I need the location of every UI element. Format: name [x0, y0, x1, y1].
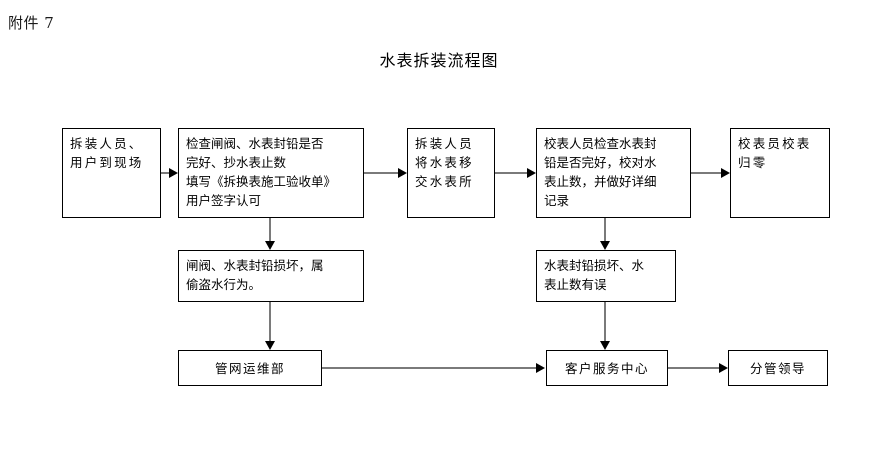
node-valve-seal-damaged-water-theft: 闸阀、水表封铅损坏，属 偷盗水行为。	[178, 250, 364, 302]
edge-n9-n10-arrowhead	[719, 363, 728, 373]
node-label: 管网运维部	[214, 360, 285, 376]
node-label: 校表人员检查水表封 铅是否完好，校对水 表止数，并做好详细 记录	[544, 136, 657, 208]
edge-n8-n9-line	[322, 367, 536, 369]
node-label: 拆装人员、 用户到现场	[70, 136, 144, 170]
node-label: 分管领导	[749, 360, 806, 376]
node-label: 检查闸阀、水表封铅是否 完好、抄水表止数 填写《拆换表施工验收单》 用户签字认可	[186, 136, 337, 208]
edge-n3-n4-line	[495, 172, 527, 174]
edge-n6-n8-line	[269, 302, 271, 342]
node-transfer-meter-to-office: 拆装人员 将水表移 交水表所	[407, 128, 495, 218]
edge-n2-n3-arrowhead	[398, 168, 407, 178]
edge-n4-n7-arrowhead	[600, 241, 610, 250]
edge-n2-n6-line	[269, 218, 271, 242]
edge-n7-n9-arrowhead	[600, 341, 610, 350]
node-seal-damaged-reading-error: 水表封铅损坏、水 表止数有误	[536, 250, 676, 302]
edge-n4-n7-line	[604, 218, 606, 242]
edge-n2-n3-line	[364, 172, 398, 174]
node-calibrator-reset-meter: 校表员校表 归零	[730, 128, 830, 218]
node-label: 拆装人员 将水表移 交水表所	[415, 136, 474, 189]
edge-n9-n10-line	[668, 367, 719, 369]
edge-n3-n4-arrowhead	[527, 168, 536, 178]
node-label: 闸阀、水表封铅损坏，属 偷盗水行为。	[186, 258, 324, 292]
node-calibrator-check-seal-verify: 校表人员检查水表封 铅是否完好，校对水 表止数，并做好详细 记录	[536, 128, 691, 218]
edge-n1-n2-arrowhead	[169, 168, 178, 178]
node-label: 水表封铅损坏、水 表止数有误	[544, 258, 645, 292]
node-label: 校表员校表 归零	[738, 136, 812, 170]
node-pipeline-network-om-dept: 管网运维部	[178, 350, 322, 386]
edge-n7-n9-line	[604, 302, 606, 342]
edge-n6-n8-arrowhead	[265, 341, 275, 350]
node-customer-service-center: 客户服务中心	[546, 350, 668, 386]
edge-n2-n6-arrowhead	[265, 241, 275, 250]
node-dismantle-staff-user-onsite: 拆装人员、 用户到现场	[62, 128, 161, 218]
node-label: 客户服务中心	[564, 360, 649, 376]
edge-n1-n2-line	[161, 172, 169, 174]
page-title: 水表拆装流程图	[379, 51, 499, 70]
edge-n4-n5-arrowhead	[721, 168, 730, 178]
edge-n4-n5-line	[691, 172, 721, 174]
node-inspect-valve-seal-read-meter: 检查闸阀、水表封铅是否 完好、抄水表止数 填写《拆换表施工验收单》 用户签字认可	[178, 128, 364, 218]
edge-n8-n9-arrowhead	[536, 363, 545, 373]
node-supervising-leader: 分管领导	[728, 350, 828, 386]
attachment-label: 附件 7	[8, 14, 55, 32]
